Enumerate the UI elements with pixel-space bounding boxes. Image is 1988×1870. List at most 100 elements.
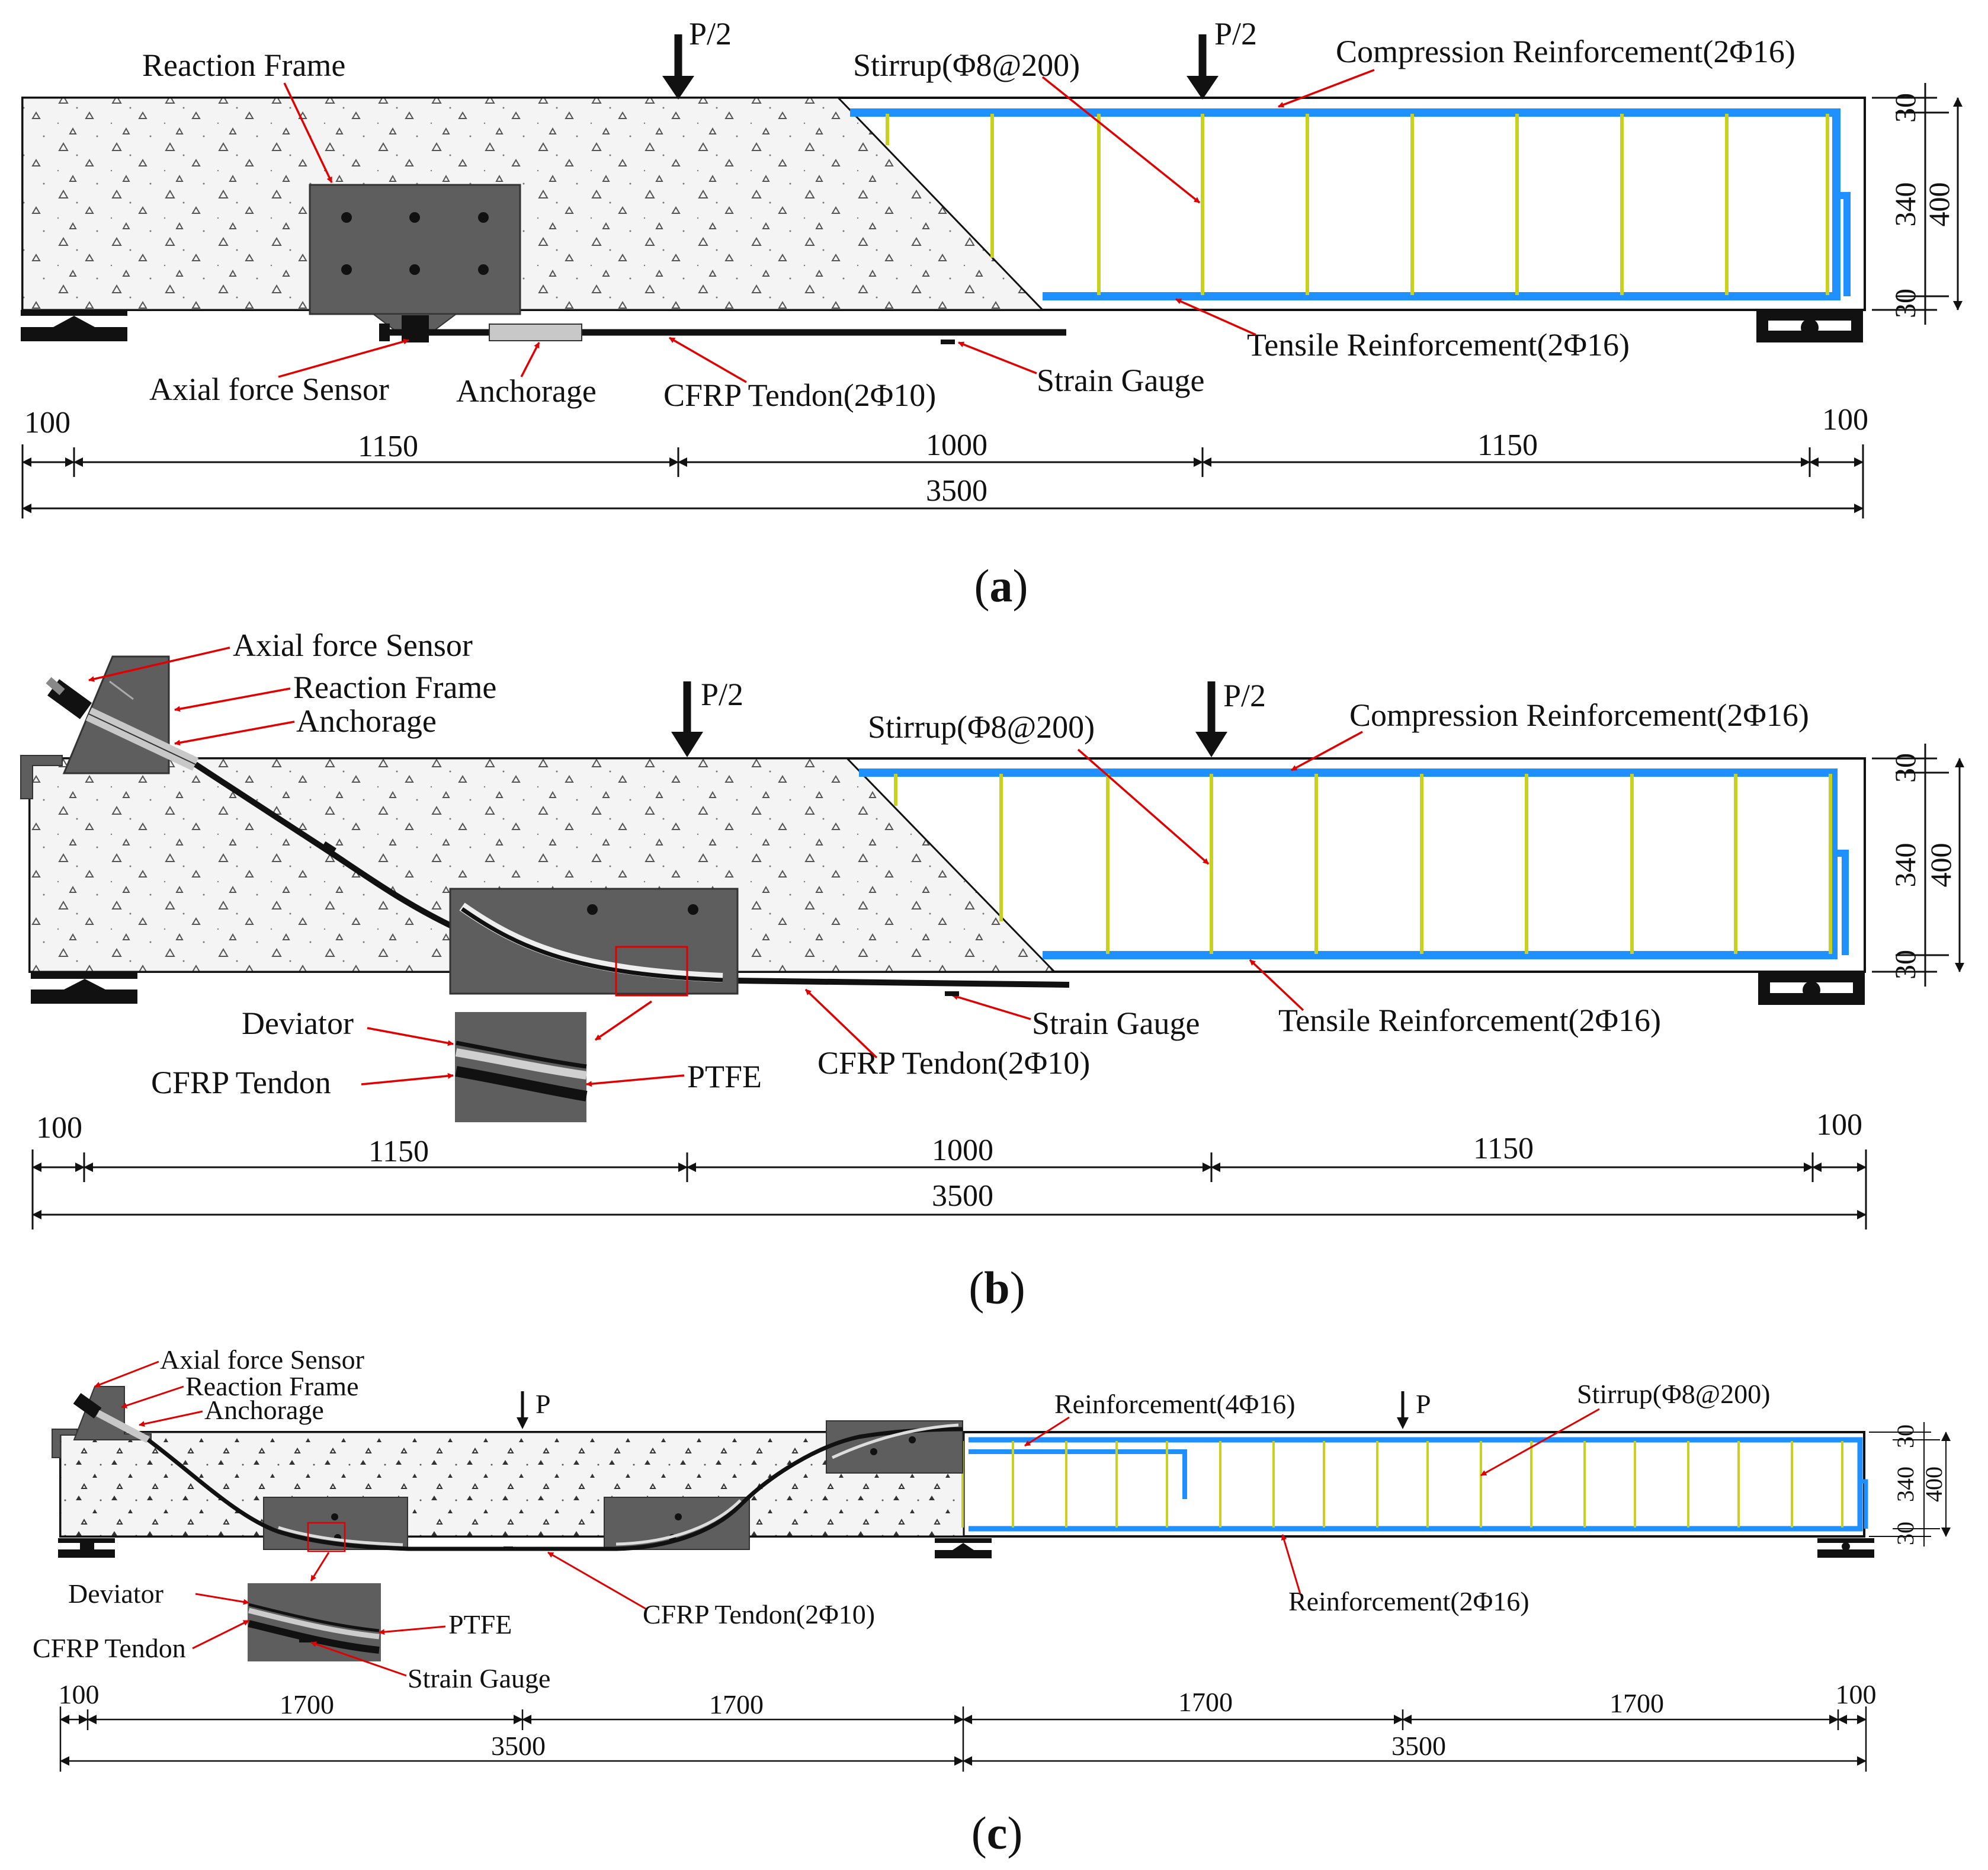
dim-label: 1700 — [709, 1689, 764, 1719]
vdim-bottom-cover: 30 — [1892, 1522, 1919, 1545]
horizontal-dimension-b — [31, 1149, 1867, 1229]
horizontal-dimension-a — [21, 444, 1864, 518]
load-arrow-b2-icon — [1195, 732, 1227, 757]
label-anchorage: Anchorage — [204, 1395, 324, 1425]
label-axial-force-sensor: Axial force Sensor — [233, 627, 473, 663]
panel-c: P P Axial force Sensor Reaction Frame An… — [33, 1344, 1951, 1859]
axial-force-sensor-c — [73, 1393, 102, 1418]
label-stirrup: Stirrup(Φ8@200) — [868, 709, 1095, 745]
vdim-total: 400 — [1924, 843, 1957, 888]
rebar-hook-a — [1836, 192, 1851, 296]
inset-ptfe — [455, 1048, 587, 1080]
vdim-top-cover: 30 — [1892, 1424, 1919, 1448]
dim-label: 3500 — [491, 1731, 546, 1761]
dim-label: 1150 — [1477, 428, 1538, 462]
load-arrow-a1-icon — [662, 76, 694, 100]
vertical-dimension-c — [1869, 1422, 1951, 1546]
load-arrow-c1-icon — [517, 1417, 528, 1429]
vdim-total: 400 — [1922, 182, 1955, 227]
stirrups-b — [894, 774, 1832, 954]
vdim-bottom-cover: 30 — [1888, 289, 1922, 318]
label-anchorage: Anchorage — [296, 703, 437, 739]
deviator-channel-c2 — [615, 1499, 742, 1546]
panel-caption-a: (a) — [974, 560, 1028, 611]
leader-arrows-a — [278, 69, 1375, 383]
panel-b: P/2 P/2 Axial force Sensor Reaction Fram… — [20, 627, 1964, 1314]
cfrp-tendon-c — [146, 1427, 963, 1551]
dim-label: 1150 — [368, 1135, 429, 1168]
dim-label: 100 — [36, 1111, 82, 1145]
label-reaction-frame: Reaction Frame — [293, 670, 496, 705]
load-label: P/2 — [689, 16, 732, 52]
reaction-frame-plate-a — [309, 184, 521, 315]
label-deviator: Deviator — [68, 1578, 163, 1609]
dim-label: 1150 — [1473, 1132, 1534, 1165]
load-label: P/2 — [1214, 16, 1257, 52]
stirrups-a — [886, 114, 1829, 295]
label-axial-force-sensor: Axial force Sensor — [160, 1344, 364, 1375]
label-ptfe: PTFE — [448, 1609, 512, 1640]
compression-rebar-b — [859, 769, 1838, 959]
rebar-loop-c — [969, 1437, 1863, 1532]
label-anchorage: Anchorage — [456, 373, 597, 409]
label-ptfe: PTFE — [687, 1059, 762, 1094]
dim-label: 1000 — [932, 1133, 993, 1167]
end-bracket-b — [20, 755, 63, 799]
vdim-top-cover: 30 — [1888, 93, 1922, 123]
leader-arrows-c — [94, 1360, 1600, 1677]
label-stirrup: Stirrup(Φ8@200) — [853, 47, 1080, 83]
sensor-bolt-b — [46, 677, 65, 696]
dim-label: 3500 — [1391, 1731, 1446, 1761]
rebar-hook-b — [1833, 850, 1849, 955]
load-label: P — [1416, 1389, 1431, 1419]
rebar-top-inner-c — [969, 1449, 1187, 1499]
inset-tendon — [248, 1620, 380, 1654]
vdim-middle: 340 — [1888, 182, 1922, 227]
label-cfrp-detail: CFRP Tendon — [33, 1633, 186, 1663]
tendon-nut-a — [379, 324, 390, 341]
label-reaction-frame: Reaction Frame — [185, 1371, 359, 1401]
label-strain-gauge: Strain Gauge — [1037, 363, 1204, 398]
vdim-top-cover: 30 — [1888, 753, 1922, 783]
load-arrow-b1-icon — [671, 732, 703, 757]
strain-gauge-c — [504, 1546, 513, 1550]
vdim-bottom-cover: 30 — [1888, 950, 1922, 979]
horizontal-dimension-c — [59, 1706, 1867, 1772]
reaction-frame-c — [73, 1386, 152, 1440]
dim-label: 1000 — [926, 428, 987, 462]
inset-strain-gauge — [299, 1639, 312, 1642]
label-reaction-frame: Reaction Frame — [142, 47, 345, 83]
dim-label: 100 — [1836, 1679, 1877, 1709]
label-compression-reinforcement: Compression Reinforcement(2Φ16) — [1336, 34, 1795, 69]
load-label: P — [536, 1389, 551, 1419]
detail-box-c — [307, 1522, 346, 1552]
label-stirrup: Stirrup(Φ8@200) — [1577, 1379, 1770, 1409]
dim-label: 1700 — [280, 1689, 334, 1719]
inset-line — [248, 1603, 380, 1632]
concrete-section-a — [21, 97, 1045, 311]
dim-label: 3500 — [932, 1179, 993, 1213]
deviator-channel-c1 — [278, 1526, 403, 1546]
dim-label: 100 — [24, 406, 70, 440]
deviator-bolt — [688, 904, 698, 915]
dim-label: 100 — [1822, 403, 1868, 437]
vdim-middle: 340 — [1888, 843, 1922, 888]
leader-arrows-b — [88, 646, 1363, 1087]
stirrups-c — [961, 1441, 1843, 1528]
deviator-bolt — [587, 904, 598, 915]
anchorage-outline-b — [88, 713, 196, 765]
support-left-a — [21, 310, 127, 341]
axial-force-sensor-a — [402, 315, 429, 342]
support-right-b — [1758, 972, 1865, 1005]
panel-caption-c: (c) — [971, 1807, 1023, 1859]
dim-label: 1700 — [1609, 1688, 1664, 1718]
compression-rebar-a — [850, 108, 1840, 300]
vdim-total: 400 — [1920, 1466, 1947, 1502]
vertical-dimension-a — [1872, 83, 1963, 325]
label-deviator: Deviator — [242, 1006, 354, 1041]
support-right-a — [1756, 310, 1863, 342]
concrete-section-b — [28, 757, 1057, 973]
bolts-a — [341, 212, 489, 275]
